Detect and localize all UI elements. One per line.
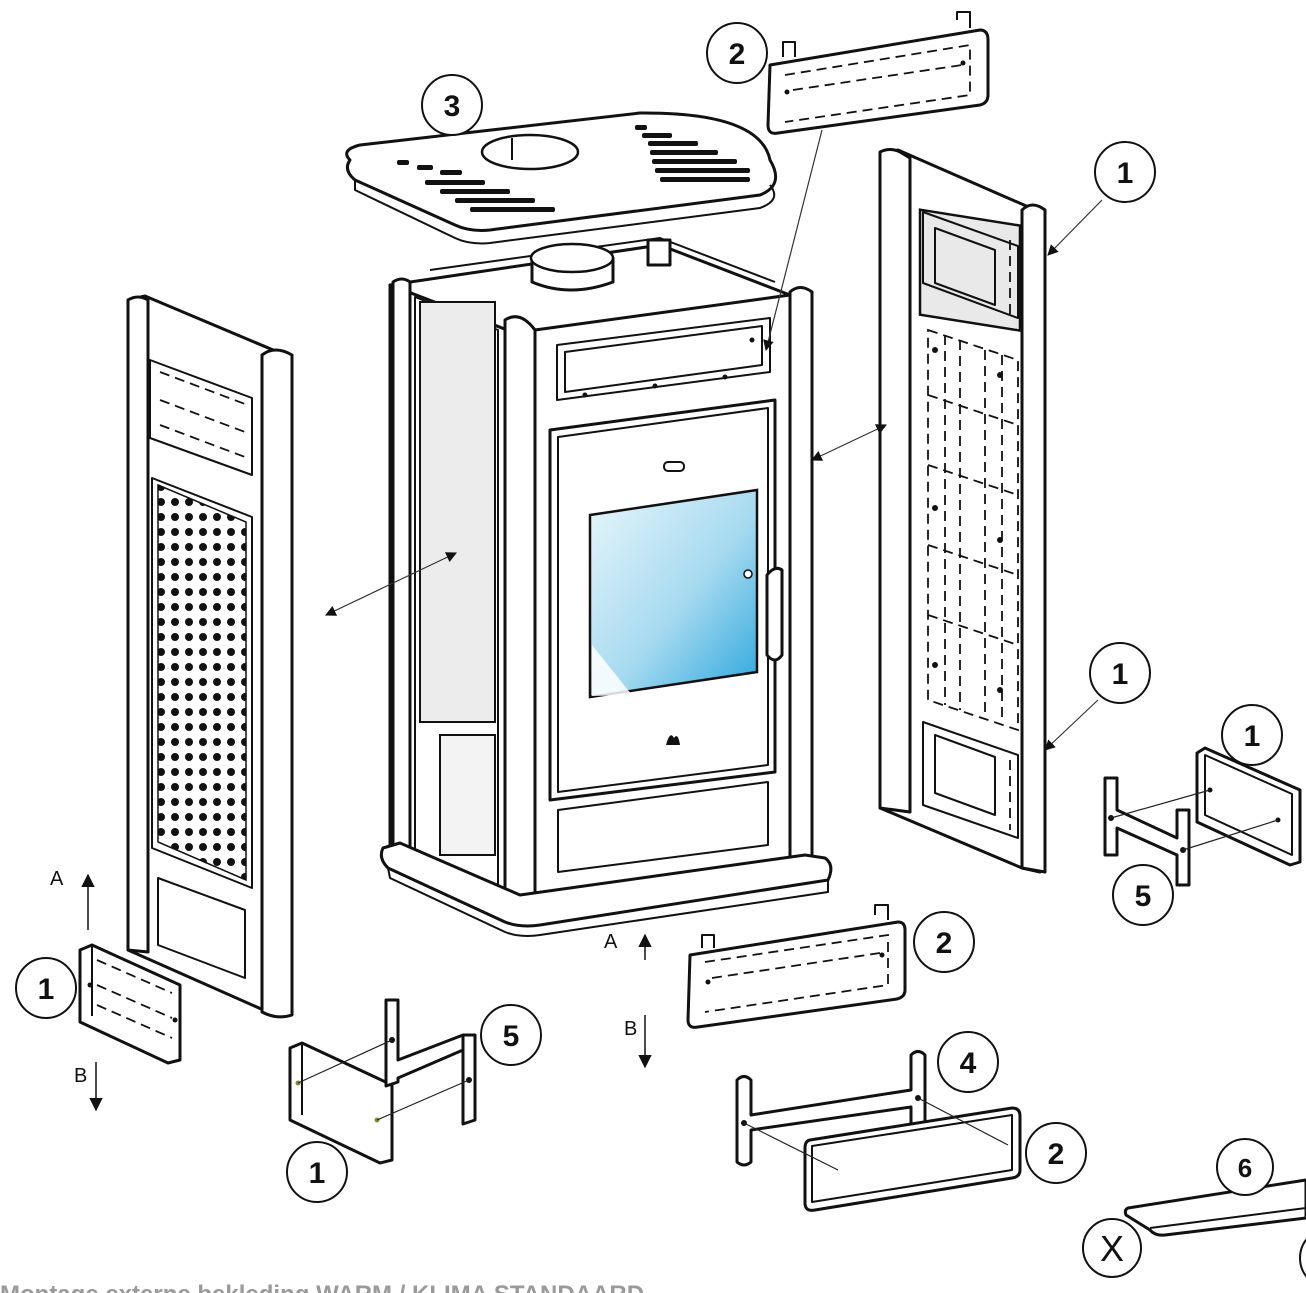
stove-body: [379, 237, 833, 937]
right-far-bracket: [1103, 776, 1279, 887]
callout-2-middle: 2: [913, 911, 975, 973]
callout-1-far-right: 1: [1221, 704, 1283, 766]
callout-3-top: 3: [421, 74, 483, 136]
figure-caption: Montage externe bekleding WARM / KLIMA S…: [0, 1281, 644, 1293]
top-cover-vent-slots-right: [635, 125, 750, 182]
svg-text:1: 1: [38, 973, 55, 1006]
direction-label-a-center: A: [604, 931, 618, 953]
svg-text:1: 1: [1117, 157, 1134, 190]
middle-front-panel: [686, 904, 907, 1029]
svg-text:X: X: [1100, 1228, 1124, 1269]
svg-text:5: 5: [503, 1020, 520, 1053]
callout-5-bottom: 5: [480, 1004, 542, 1066]
callout-5-right: 5: [1112, 864, 1174, 926]
top-cover-vent-slots-left: [397, 160, 555, 212]
bottom-left-panel: [288, 1041, 394, 1165]
direction-arrows: A B A B: [50, 868, 652, 1112]
svg-text:5: 5: [1135, 880, 1152, 913]
callout-1-right-lower: 1: [1089, 642, 1151, 704]
left-small-panel: [78, 943, 182, 1065]
direction-label-a-left: A: [50, 868, 64, 890]
svg-text:1: 1: [1112, 658, 1129, 691]
svg-text:3: 3: [444, 90, 461, 123]
bottom-plate-part-6: [1123, 1178, 1306, 1237]
svg-text:1: 1: [1244, 720, 1261, 753]
callout-2-bottom: 2: [1025, 1122, 1087, 1184]
right-side-panel: [878, 148, 1047, 874]
direction-label-b-center: B: [624, 1018, 637, 1040]
callout-1-left-bottom: 1: [15, 957, 77, 1019]
callout-1-bottom: 1: [286, 1141, 348, 1203]
callout-partial-edge: [1299, 1238, 1306, 1278]
svg-text:4: 4: [960, 1047, 977, 1080]
right-far-panel: [1195, 746, 1302, 867]
svg-text:1: 1: [309, 1157, 326, 1190]
bottom-left-bracket: [297, 998, 477, 1126]
top-front-panel: [766, 11, 990, 135]
svg-text:2: 2: [729, 38, 746, 71]
callout-2-top: 2: [706, 22, 768, 84]
left-side-panel: [126, 294, 294, 1019]
svg-text:2: 2: [936, 927, 953, 960]
svg-text:2: 2: [1048, 1138, 1065, 1171]
callout-x: X: [1082, 1218, 1142, 1278]
leader-lines: [325, 129, 1103, 751]
direction-label-b-left: B: [74, 1065, 87, 1087]
top-cover-panel: [345, 111, 778, 245]
svg-text:6: 6: [1238, 1153, 1252, 1183]
bottom-front-panel: [743, 1097, 1022, 1212]
callout-6: 6: [1216, 1138, 1274, 1196]
callout-4-bottom: 4: [937, 1031, 999, 1093]
callout-1-right-upper: 1: [1094, 141, 1156, 203]
